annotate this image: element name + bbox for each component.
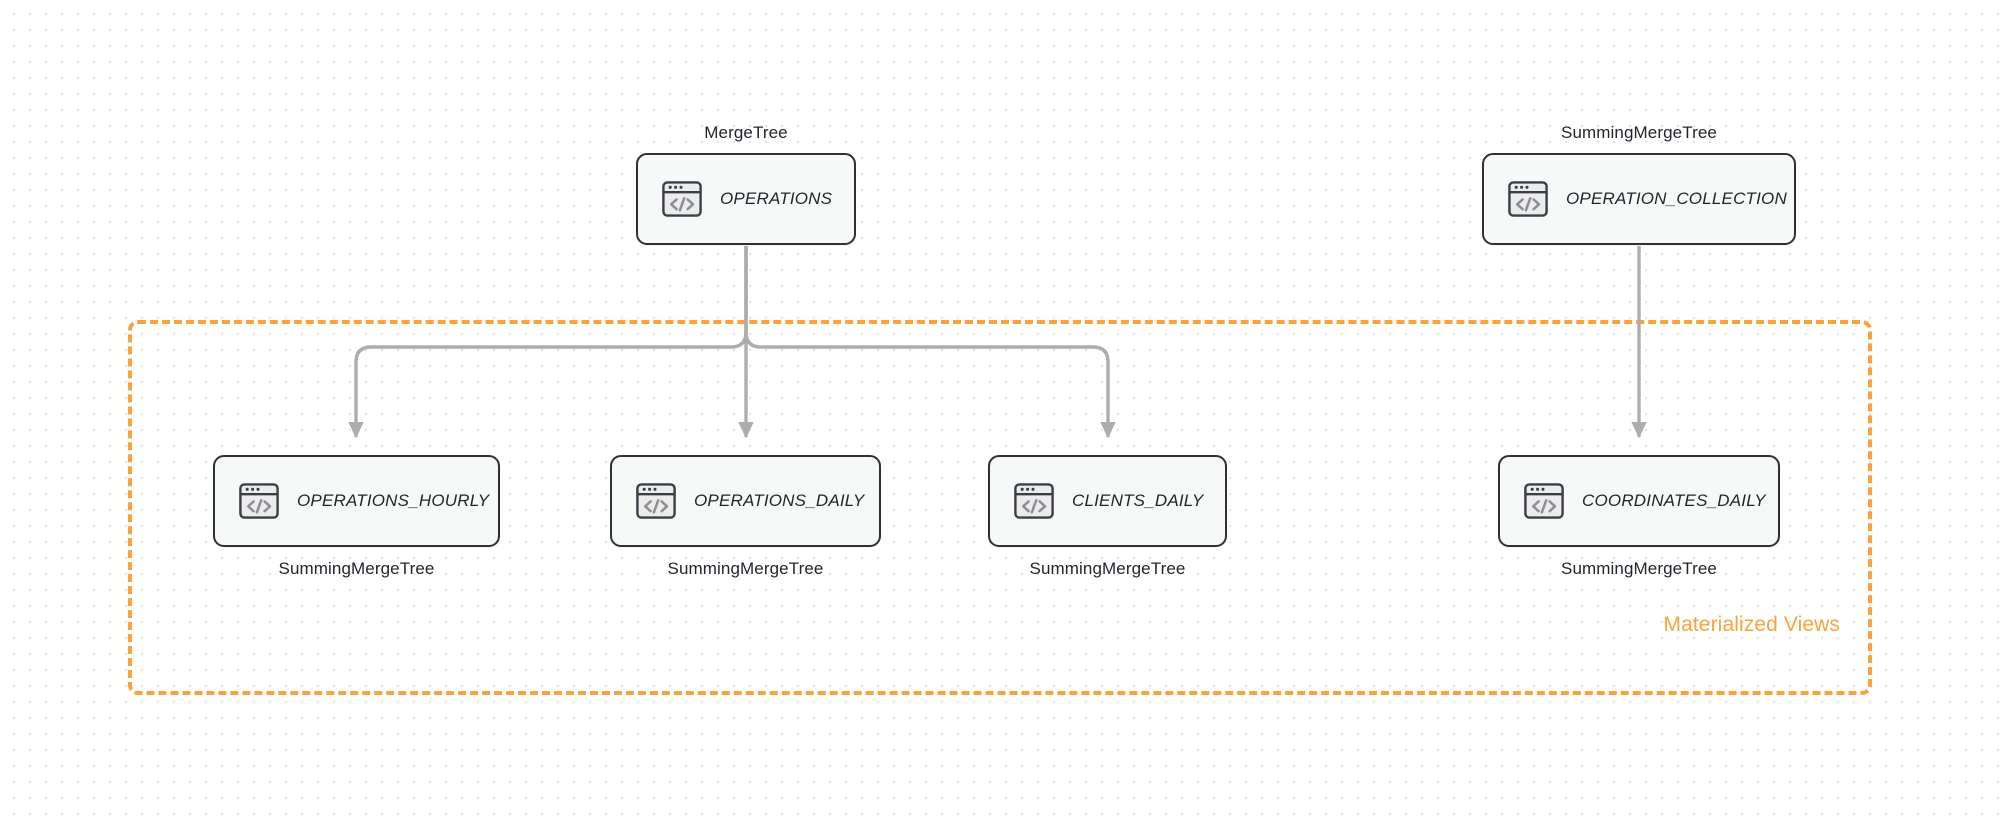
table-node-operations_hourly[interactable]: OPERATIONS_HOURLY	[213, 455, 500, 547]
table-node-title: COORDINATES_DAILY	[1582, 491, 1766, 510]
materialized-views-group-label: Materialized Views	[1663, 613, 1840, 636]
engine-label-clients_daily: SummingMergeTree	[1029, 559, 1186, 578]
table-node-coordinates_daily[interactable]: COORDINATES_DAILY	[1498, 455, 1780, 547]
table-node-operations_daily[interactable]: OPERATIONS_DAILY	[610, 455, 881, 547]
engine-label-operations: MergeTree	[704, 123, 788, 142]
table-node-title: CLIENTS_DAILY	[1072, 491, 1204, 510]
code-window-icon	[662, 181, 702, 217]
table-node-operation_collection[interactable]: OPERATION_COLLECTION	[1482, 153, 1796, 245]
table-node-title: OPERATIONS_DAILY	[694, 491, 865, 510]
code-window-icon	[1508, 181, 1548, 217]
engine-label-operations_hourly: SummingMergeTree	[278, 559, 435, 578]
engine-label-operations_daily: SummingMergeTree	[667, 559, 824, 578]
code-window-icon	[239, 483, 279, 519]
table-node-title: OPERATIONS_HOURLY	[297, 491, 490, 510]
engine-label-coordinates_daily: SummingMergeTree	[1561, 559, 1717, 578]
table-node-operations[interactable]: OPERATIONS	[636, 153, 856, 245]
code-window-icon	[1014, 483, 1054, 519]
table-node-clients_daily[interactable]: CLIENTS_DAILY	[988, 455, 1227, 547]
engine-label-operation_collection: SummingMergeTree	[1561, 123, 1717, 142]
code-window-icon	[1524, 483, 1564, 519]
code-window-icon	[636, 483, 676, 519]
table-node-title: OPERATIONS	[720, 189, 833, 208]
table-node-title: OPERATION_COLLECTION	[1566, 189, 1787, 208]
